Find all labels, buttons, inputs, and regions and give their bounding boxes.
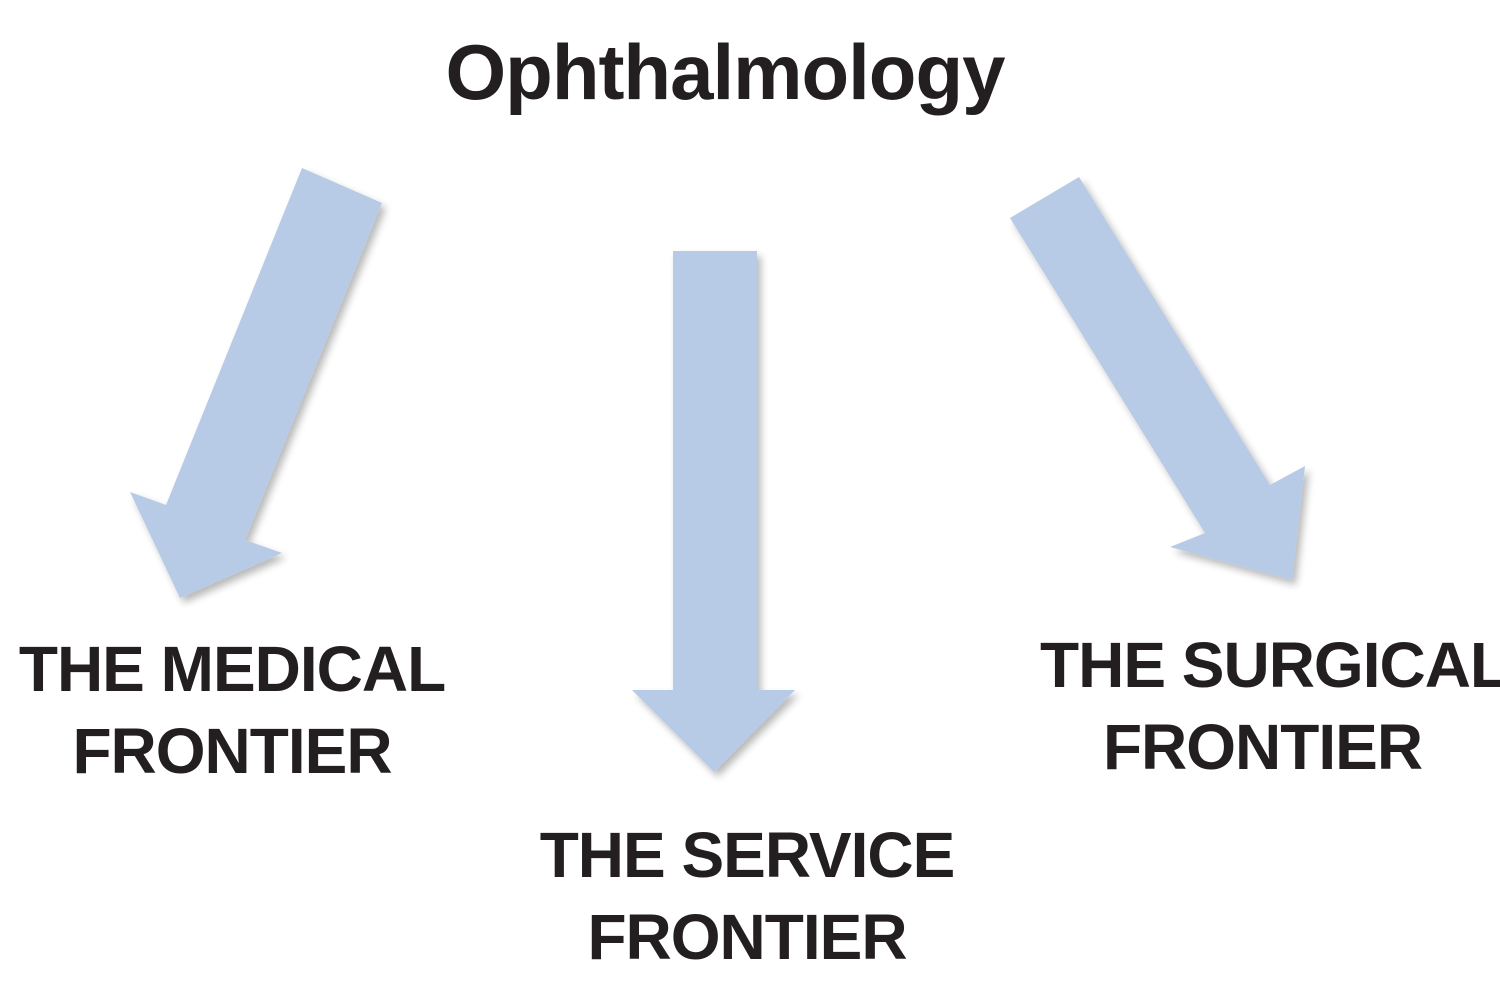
arrow-medical-icon (130, 168, 382, 598)
diagram-title: Ophthalmology (445, 28, 1006, 116)
label-medical-frontier: THE MEDICAL FRONTIER (12, 628, 452, 792)
label-surgical-line2: FRONTIER (1102, 711, 1423, 783)
label-surgical-frontier: THE SURGICAL FRONTIER (1040, 624, 1500, 788)
label-service-line1: THE SERVICE (539, 819, 956, 891)
label-service-frontier: THE SERVICE FRONTIER (527, 814, 967, 978)
arrow-service-icon (632, 251, 795, 772)
label-surgical-line1: THE SURGICAL (1040, 629, 1500, 701)
label-service-line2: FRONTIER (587, 901, 907, 973)
label-medical-line1: THE MEDICAL (18, 633, 446, 705)
arrow-surgical-icon (1010, 177, 1305, 580)
label-medical-line2: FRONTIER (72, 715, 392, 787)
